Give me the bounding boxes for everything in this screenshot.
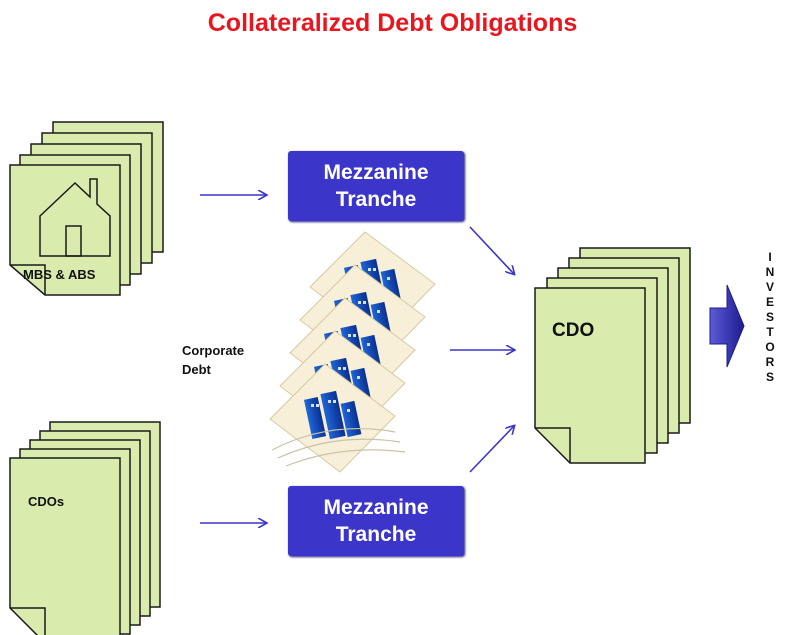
investors-letter: V	[765, 280, 774, 294]
investors-letter: O	[765, 340, 775, 354]
cdos-document-stack	[9, 421, 161, 635]
investors-letter: R	[765, 355, 775, 369]
page-title: Collateralized Debt Obligations	[207, 9, 578, 37]
investors-label: I N V E S T O R S	[760, 250, 780, 385]
tranche-label-line1: Mezzanine	[323, 161, 429, 184]
mbs-abs-label: MBS & ABS	[23, 267, 96, 282]
flow-arrow-icon	[469, 426, 514, 473]
investors-letter: N	[765, 265, 775, 279]
corporate-debt-line2: Debt	[182, 362, 211, 377]
investors-letter: I	[768, 250, 772, 264]
flow-arrow-icon	[469, 226, 514, 274]
tranche-label-line2: Tranche	[335, 188, 417, 211]
house-icon	[39, 178, 111, 257]
tranche-label-line2: Tranche	[335, 523, 417, 546]
corporate-buildings-icon	[269, 231, 436, 473]
investors-letter: S	[765, 310, 774, 324]
tranche-label-line1: Mezzanine	[323, 496, 429, 519]
corporate-debt-label: Corporate Debt	[182, 341, 244, 379]
cdo-document-stack	[534, 247, 691, 464]
cdo-label: CDO	[552, 320, 595, 341]
big-arrow-icon	[709, 284, 745, 368]
top-mezzanine-tranche: Mezzanine Tranche	[288, 151, 464, 221]
investors-letter: E	[765, 295, 774, 309]
corporate-debt-line1: Corporate	[182, 343, 245, 358]
investors-letter: S	[765, 370, 774, 384]
cdos-label: CDOs	[28, 494, 65, 509]
bottom-mezzanine-tranche: Mezzanine Tranche	[288, 486, 464, 556]
investors-letter: T	[766, 325, 774, 339]
